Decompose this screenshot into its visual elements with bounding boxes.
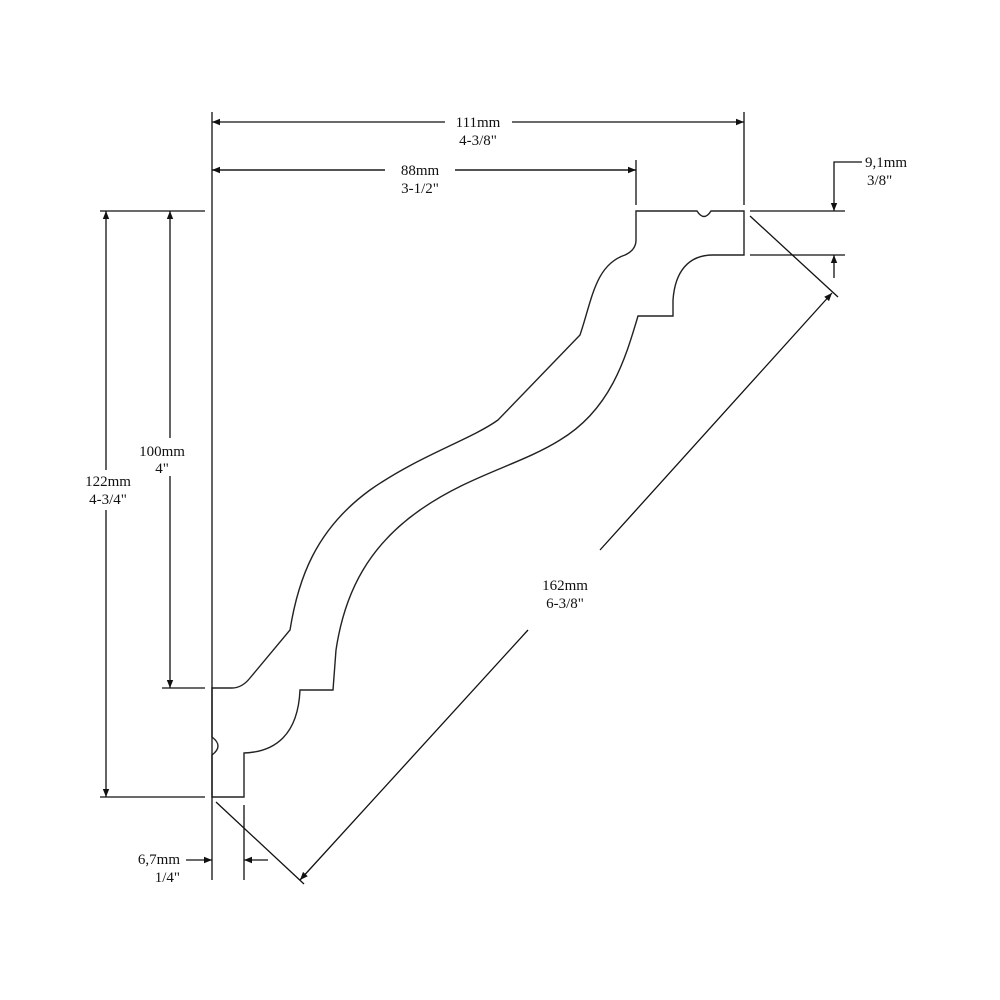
overall-width-mm: 111mm <box>456 115 501 131</box>
face-mm: 162mm <box>542 578 588 594</box>
moulding-profile <box>211 210 745 798</box>
bottom-flat-inch: 1/4" <box>155 870 180 886</box>
dimension-overall-width: 111mm 4-3/8" <box>212 115 744 149</box>
overall-height-mm: 122mm <box>85 474 131 490</box>
dimension-overall-height: 122mm 4-3/4" <box>85 211 131 797</box>
dimension-projection: 88mm 3-1/2" <box>212 155 636 197</box>
dimension-drop: 100mm 4" <box>139 211 185 688</box>
top-flat-inch: 3/8" <box>867 173 892 189</box>
extension-lines <box>100 112 845 885</box>
overall-height-inch: 4-3/4" <box>89 492 127 508</box>
projection-mm: 88mm <box>401 163 440 179</box>
dimension-face: 162mm 6-3/8" <box>299 292 833 881</box>
overall-width-inch: 4-3/8" <box>459 133 497 149</box>
drop-inch: 4" <box>155 461 169 477</box>
drop-mm: 100mm <box>139 444 185 460</box>
dimension-top-flat: 9,1mm 3/8" <box>830 155 907 278</box>
dimension-bottom-flat: 6,7mm 1/4" <box>138 852 268 886</box>
bottom-flat-mm: 6,7mm <box>138 852 180 868</box>
face-inch: 6-3/8" <box>546 596 584 612</box>
projection-inch: 3-1/2" <box>401 181 439 197</box>
top-flat-mm: 9,1mm <box>865 155 907 171</box>
